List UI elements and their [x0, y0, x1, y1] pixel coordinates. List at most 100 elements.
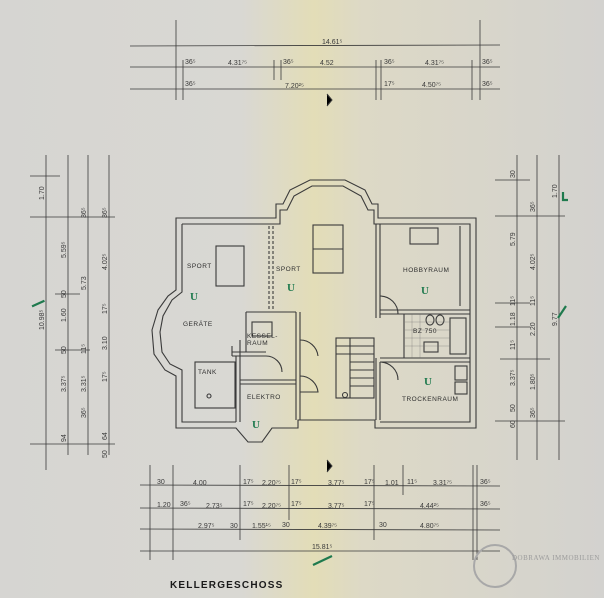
room-label-kesselraum: KESSEL-: [247, 333, 278, 340]
dim-text: 1.55¹⁵: [252, 523, 271, 530]
dim-text: 1.70: [39, 186, 46, 200]
dim-text: 5.79: [510, 232, 517, 246]
dim-text: 30: [282, 522, 290, 529]
dim-text: 36⁵: [81, 207, 88, 218]
dim-text: 36⁵: [185, 59, 196, 66]
dim-text: 17⁵: [243, 479, 254, 486]
dim-text: 50: [61, 290, 68, 298]
dim-text: 30: [157, 479, 165, 486]
dim-text: 36⁵: [482, 59, 493, 66]
dim-text: 3.37⁵: [510, 369, 517, 386]
dim-text: 50: [102, 450, 109, 458]
room-label-geraete: GERÄTE: [183, 320, 213, 328]
dim-text: 3.77⁵: [328, 480, 345, 487]
left-dim-labels: 1.70 5.59⁵ 50 1.60 50 3.37⁵ 94 10.98⁵ 36…: [39, 186, 109, 458]
dim-text: 17⁵: [243, 501, 254, 508]
room-label-kesselraum-2: RAUM: [247, 340, 268, 347]
dim-text: 17⁵: [291, 479, 302, 486]
dim-text: 4.02⁵: [102, 253, 109, 270]
room-label-hobbyraum: HOBBYRAUM: [403, 267, 449, 274]
room-label-sport-left: SPORT: [187, 263, 212, 270]
dim-text: 36⁵: [530, 407, 537, 418]
dim-text: 36⁵: [530, 201, 537, 212]
dim-bottom-overall: 15.81⁵: [312, 544, 333, 551]
dim-text: 4.44²⁵: [420, 503, 439, 510]
dim-text: 7.20²⁵: [285, 83, 304, 90]
dim-text: 36⁵: [384, 59, 395, 66]
dim-text: 4.31⁷⁵: [425, 60, 444, 67]
green-check-marks: [31, 192, 568, 566]
dim-text: 17⁵: [384, 81, 395, 88]
right-dim-labels: 30 5.79 11⁵ 1.18 11⁵ 3.37⁵ 50 60 36⁵ 4.0…: [510, 170, 559, 428]
dim-text: 17⁵: [102, 303, 109, 314]
dim-text: 1.20: [157, 502, 171, 509]
svg-text:U: U: [287, 282, 295, 294]
left-dimension-chains: [30, 155, 115, 470]
dim-text: 3.31⁵: [81, 375, 88, 392]
dim-text: 2.20⁷⁵: [262, 480, 281, 487]
dim-text: 11⁵: [530, 296, 537, 306]
dim-text: 36⁵: [482, 81, 493, 88]
dim-text: 17⁵: [291, 501, 302, 508]
svg-text:U: U: [424, 376, 432, 388]
dim-text: 36⁵: [180, 501, 191, 508]
green-u-marks: U U U U U: [190, 282, 432, 431]
dim-text: 2.20⁷⁵: [262, 503, 281, 510]
dim-text: 11⁵: [81, 344, 88, 354]
top-dimension-chains: [129, 20, 501, 100]
dim-text: 1.60: [61, 308, 68, 322]
bath-tiles: [405, 314, 450, 358]
dim-text: 4.31⁷⁵: [228, 60, 247, 67]
dim-text: 1.18: [510, 312, 517, 326]
building-walls: [151, 179, 477, 443]
svg-text:U: U: [190, 291, 198, 303]
dim-text: 4.39⁷⁵: [318, 523, 337, 530]
room-label-tank: TANK: [198, 369, 217, 376]
dim-text: 11⁵: [407, 479, 417, 486]
dim-text: 4.50⁷⁵: [422, 82, 441, 89]
dim-text: 36⁵: [480, 479, 491, 486]
dim-text: 1.80⁵: [530, 373, 537, 390]
dim-text: 1.01: [385, 480, 399, 487]
watermark-logo-icon: [473, 544, 517, 588]
dim-text: 94: [61, 434, 68, 442]
dim-text: 5.59⁵: [61, 241, 68, 258]
dim-text: 17⁵: [364, 479, 375, 486]
dim-text: 30: [230, 523, 238, 530]
dim-text: 3.10: [102, 336, 109, 350]
dim-text: 36⁵: [102, 207, 109, 218]
svg-text:U: U: [421, 285, 429, 297]
watermark-text: DOBRAWA IMMOBILIEN: [512, 554, 600, 562]
dim-text: 64: [102, 432, 109, 440]
dim-text: 2.73⁵: [206, 503, 223, 510]
dim-text: 4.00: [193, 480, 207, 487]
floor-title: KELLERGESCHOSS: [170, 580, 284, 591]
dim-text: 11⁵: [510, 340, 517, 350]
dim-text: 17⁵: [102, 371, 109, 382]
room-label-sport-center: SPORT: [276, 266, 301, 273]
right-dimension-chains: [495, 155, 565, 460]
dim-text: 4.02⁵: [530, 253, 537, 270]
dim-right-overall: 9.77: [552, 312, 559, 326]
dim-text: 30: [379, 522, 387, 529]
dim-text: 1.70: [552, 184, 559, 198]
dim-text: 2.20: [530, 322, 537, 336]
room-label-bath: BZ 750: [413, 328, 437, 335]
dim-text: 11⁵: [510, 296, 517, 306]
room-label-elektro: ELEKTRO: [247, 394, 281, 401]
dim-text: 3.77⁵: [328, 503, 345, 510]
dim-text: 5.73: [81, 276, 88, 290]
dim-text: 4.52: [320, 60, 334, 67]
axis-markers: [326, 93, 333, 473]
dim-text: 36⁵: [185, 81, 196, 88]
dim-left-overall: 10.98⁵: [39, 309, 46, 330]
dim-text: 3.31⁷⁵: [433, 480, 452, 487]
dim-text: 50: [510, 404, 517, 412]
dim-text: 50: [61, 346, 68, 354]
dim-text: 36⁵: [81, 407, 88, 418]
dim-top-overall: 14.61⁵: [322, 39, 343, 46]
dim-text: 17⁵: [364, 501, 375, 508]
dim-text: 30: [510, 170, 517, 178]
dim-text: 4.80⁷⁵: [420, 523, 439, 530]
